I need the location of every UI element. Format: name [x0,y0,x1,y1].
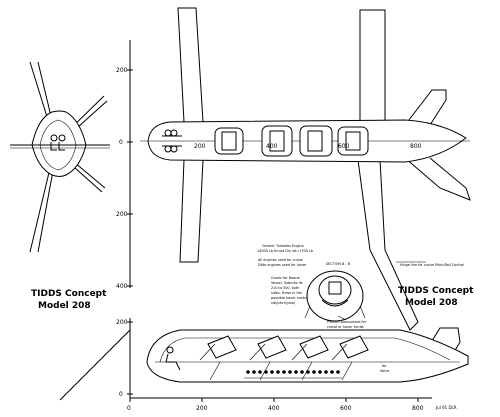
engine-note: Generic Turbofan Engine 14000 Lb thrust … [257,244,313,267]
passenger-row [244,370,342,379]
plenum-note-1: Plenum pressurized for [327,320,367,324]
v-tick-200-top: 200 [116,67,128,74]
plan-engines [214,125,369,157]
svg-text:Cooler for Bearer: Cooler for Bearer [271,276,301,280]
svg-text:Ditto engines used for hover: Ditto engines used for hover [258,263,307,267]
section-label: SECTION B - B [326,262,351,266]
svg-text:210 to 500, both: 210 to 500, both [271,286,299,290]
diagonal-reference-line [59,329,131,401]
hinge-note: Hinge line for cruise Pitch/Roll Control [400,263,464,267]
vertical-axis: 200 0 200 400 [116,40,133,290]
x-tick-200: 200 [196,405,208,412]
section-b-b: SECTION B - B Plenum pressurized for cru… [304,262,367,329]
svg-text:TIDDS Concept: TIDDS Concept [31,289,107,299]
svg-text:Model 208: Model 208 [405,298,458,308]
v-tick-200-bottom: 200 [116,211,128,218]
title-left: TIDDS Concept Model 208 [31,289,107,311]
x-tick-400: 400 [268,405,280,412]
front-view [10,61,110,253]
x-tick-800: 800 [412,405,424,412]
cooler-note: Cooler for Bearer Vessel, Submits its 21… [271,276,309,305]
plan-wing-lower-left [179,159,204,263]
elevation-axes: 200 0 0 200 400 600 800 [59,318,432,412]
elevation-engines [199,335,369,381]
svg-text:Model 208: Model 208 [38,301,91,311]
x-tick-0: 0 [127,405,131,412]
v-tick-0: 0 [119,139,123,146]
valve-label: Valve [380,369,389,373]
station-200: 200 [194,143,206,150]
title-right: TIDDS Concept Model 208 [398,286,474,308]
svg-text:roll/pitch/yaw): roll/pitch/yaw) [271,301,296,305]
x-tick-600: 600 [340,405,352,412]
svg-text:Generic Turbofan Engine: Generic Turbofan Engine [262,244,304,248]
station-800: 800 [410,143,422,150]
station-600: 600 [338,143,350,150]
svg-text:sides, these in the: sides, these in the [271,291,302,295]
plan-wing-upper-right [359,9,386,122]
side-elevation: Air Valve [146,327,469,383]
svg-text:14000 Lb thrust Dry wt=1700 L: 14000 Lb thrust Dry wt=1700 Lb [257,249,313,253]
plan-tail-lower [404,157,471,201]
signature: Jul 91 DLR [435,405,457,410]
elev-tick-0: 0 [119,391,123,398]
elev-tick-200: 200 [116,319,128,326]
svg-text:possible hover control: possible hover control [271,296,309,300]
plenum-note-2: cruise or hover thrust [327,325,364,329]
plan-wing-upper-left [177,7,204,123]
svg-text:Vessel, Submits its: Vessel, Submits its [271,281,303,285]
svg-text:All engines used for cruise: All engines used for cruise [258,258,303,262]
air-label: Air [382,364,387,368]
plan-view: 200 400 600 800 [140,7,471,331]
plan-tail-upper [404,89,447,126]
v-tick-400: 400 [116,283,128,290]
svg-text:TIDDS Concept: TIDDS Concept [398,286,474,296]
station-400: 400 [266,143,278,150]
plan-wing-lower-right [357,159,419,331]
